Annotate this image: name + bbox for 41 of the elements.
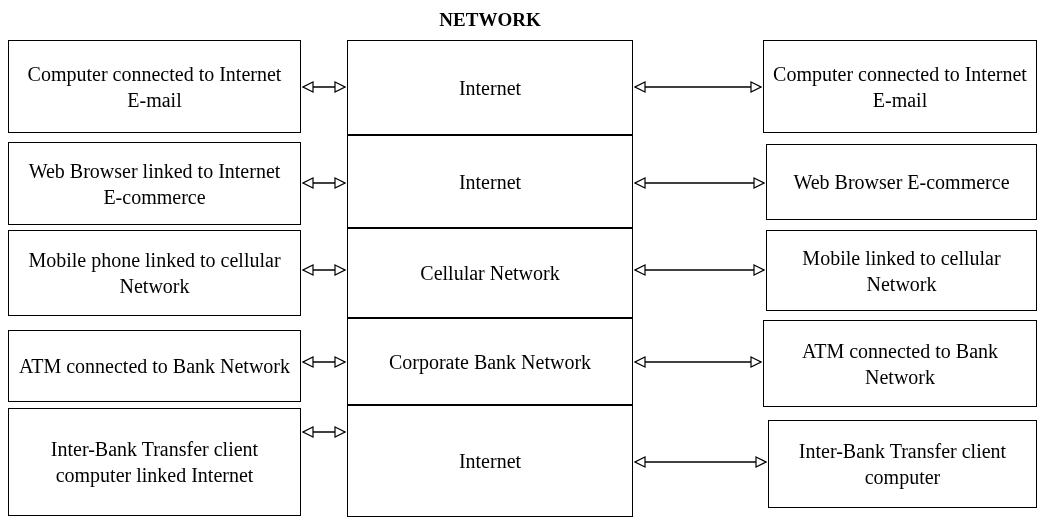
double-arrow xyxy=(302,426,346,438)
double-arrow xyxy=(302,356,346,368)
node-label: Mobile phone linked to cellular Network xyxy=(27,248,282,299)
node-label: Web Browser E-commerce xyxy=(793,170,1010,195)
diagram-title: NETWORK xyxy=(438,8,542,32)
double-arrow xyxy=(634,456,767,468)
endpoint-box xyxy=(763,320,1037,407)
endpoint-box xyxy=(768,420,1037,508)
node-label: Inter-Bank Transfer client computer xyxy=(797,439,1008,490)
double-arrow xyxy=(302,177,346,189)
node-label: ATM connected to Bank Network xyxy=(18,354,290,379)
network-segment xyxy=(347,135,633,228)
double-arrow xyxy=(302,264,346,276)
double-arrow xyxy=(634,356,762,368)
node-label: Computer connected to Internet E-mail xyxy=(26,61,283,113)
endpoint-box xyxy=(8,142,301,225)
endpoint-box xyxy=(8,330,301,402)
endpoint-box xyxy=(8,408,301,516)
node-label: Corporate Bank Network xyxy=(388,349,592,375)
double-arrow xyxy=(302,81,346,93)
network-segment xyxy=(347,228,633,318)
endpoint-box xyxy=(763,40,1037,133)
double-arrow xyxy=(634,81,762,93)
endpoint-box xyxy=(766,230,1037,311)
double-arrow xyxy=(634,177,765,189)
endpoint-box xyxy=(766,144,1037,220)
node-label: Mobile linked to cellular Network xyxy=(801,245,1002,297)
node-label: Cellular Network xyxy=(420,261,560,286)
network-segment xyxy=(347,40,633,135)
endpoint-box xyxy=(8,230,301,316)
network-segment xyxy=(347,405,633,517)
node-label: Internet xyxy=(458,169,522,195)
node-label: Internet xyxy=(458,449,522,474)
node-label: Computer connected to Internet E-mail xyxy=(772,61,1028,113)
node-label: Web Browser linked to Internet E-commerce xyxy=(27,158,282,210)
network-segment xyxy=(347,318,633,405)
node-label: ATM connected to Bank Network xyxy=(800,338,1000,390)
node-label: Internet xyxy=(458,75,522,101)
node-label: Inter-Bank Transfer client computer linked Internet xyxy=(49,437,260,488)
endpoint-box xyxy=(8,40,301,133)
double-arrow xyxy=(634,264,765,276)
